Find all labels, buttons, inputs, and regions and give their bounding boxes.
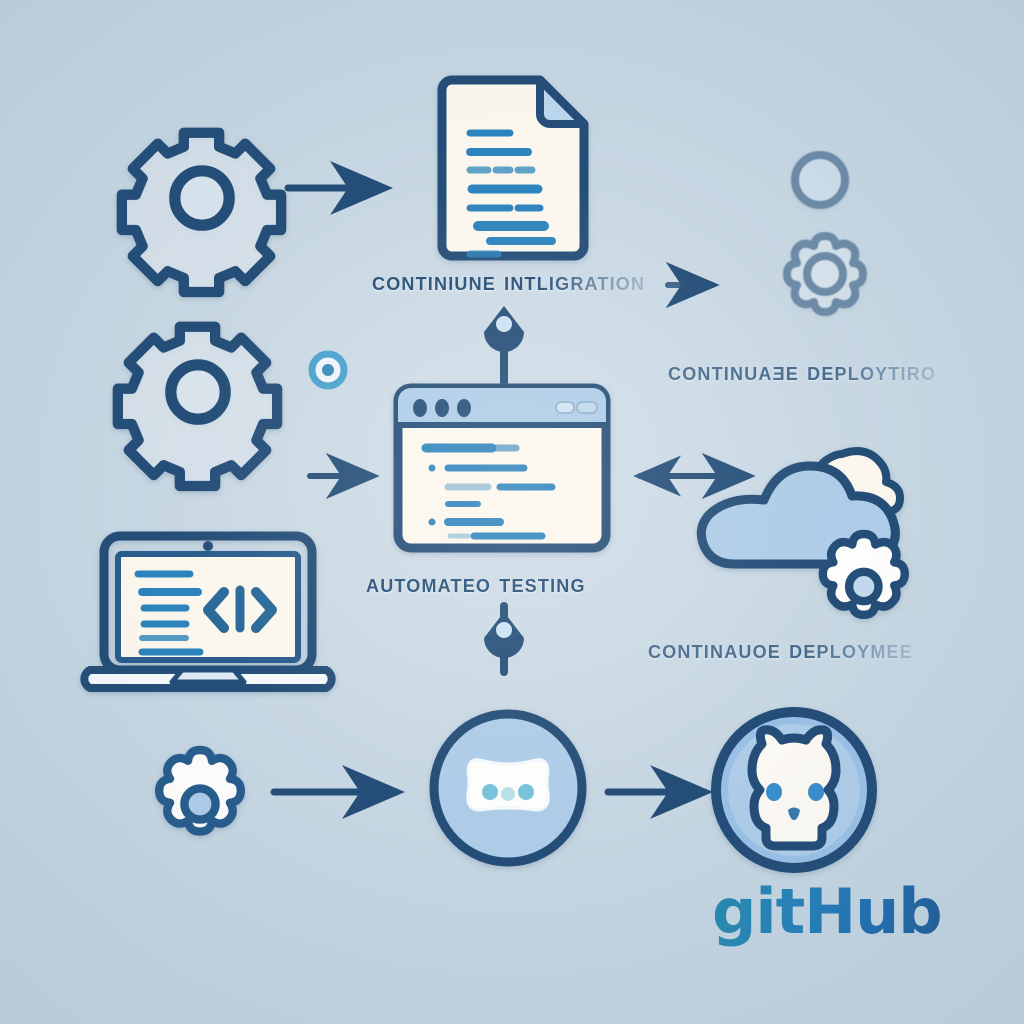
gear-icon — [116, 127, 287, 298]
window-dots — [413, 399, 471, 417]
github-octocat-badge — [706, 702, 882, 878]
laptop-icon — [80, 531, 336, 692]
label-automated-testing: Automateo Testing — [366, 570, 586, 598]
connector-dot-node — [306, 348, 350, 392]
pin-connector-up — [484, 306, 524, 386]
github-wordmark: gitHub — [712, 875, 943, 948]
gear-icon — [818, 529, 909, 620]
collaboration-badge — [424, 704, 592, 872]
chat-circle-icon — [429, 709, 587, 867]
octocat-eyes — [766, 783, 824, 801]
gear-icon — [155, 745, 245, 836]
gear-icon-top-left — [116, 118, 287, 298]
gear-icon-bottom-left — [140, 744, 260, 864]
gear-icon — [112, 321, 283, 492]
dot-node-icon — [308, 350, 348, 390]
document-icon — [437, 75, 589, 261]
developer-laptop — [76, 530, 340, 694]
code-bracket-icon — [203, 585, 277, 633]
browser-window-icon — [393, 383, 611, 553]
label-continuous-deploying: Continuaǝe Deploytiro — [668, 358, 937, 386]
label-continuous-deployment: Continauoe Deploymee — [648, 636, 913, 664]
document-icon — [432, 75, 592, 266]
label-continuous-integration: Continiune Intligration — [372, 268, 646, 296]
window-controls — [555, 401, 598, 414]
octocat-circle-icon — [711, 707, 877, 873]
test-runner-window — [392, 382, 612, 554]
cloud-deployment-icon — [696, 442, 936, 622]
chat-dots — [482, 784, 534, 801]
octocat-nose — [788, 807, 800, 820]
gear-icon-mid-left — [112, 312, 283, 492]
operator-avatar-icon — [750, 148, 900, 324]
octocat-head — [747, 725, 841, 851]
pin-connector-down — [484, 602, 524, 676]
cloud-gear-icon — [696, 447, 909, 620]
person-gear-icon — [783, 151, 867, 316]
avatar-head — [791, 151, 849, 209]
